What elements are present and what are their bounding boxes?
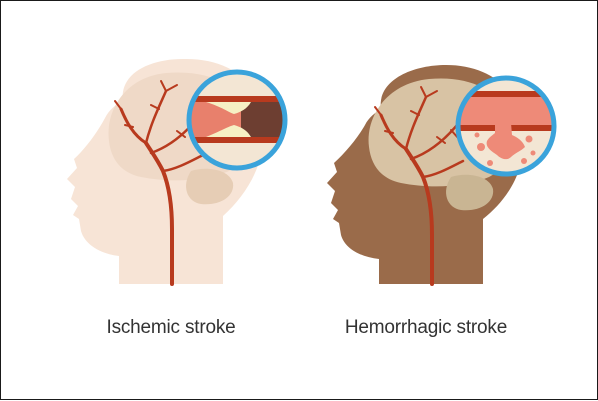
hemorrhagic-lens <box>456 78 558 174</box>
ischemic-lens <box>187 72 289 168</box>
ischemic-head <box>67 59 289 284</box>
hemorrhagic-stroke-label: Hemorrhagic stroke <box>326 317 526 339</box>
ischemic-stroke-label: Ischemic stroke <box>71 317 271 339</box>
hemorrhagic-head <box>327 65 558 284</box>
